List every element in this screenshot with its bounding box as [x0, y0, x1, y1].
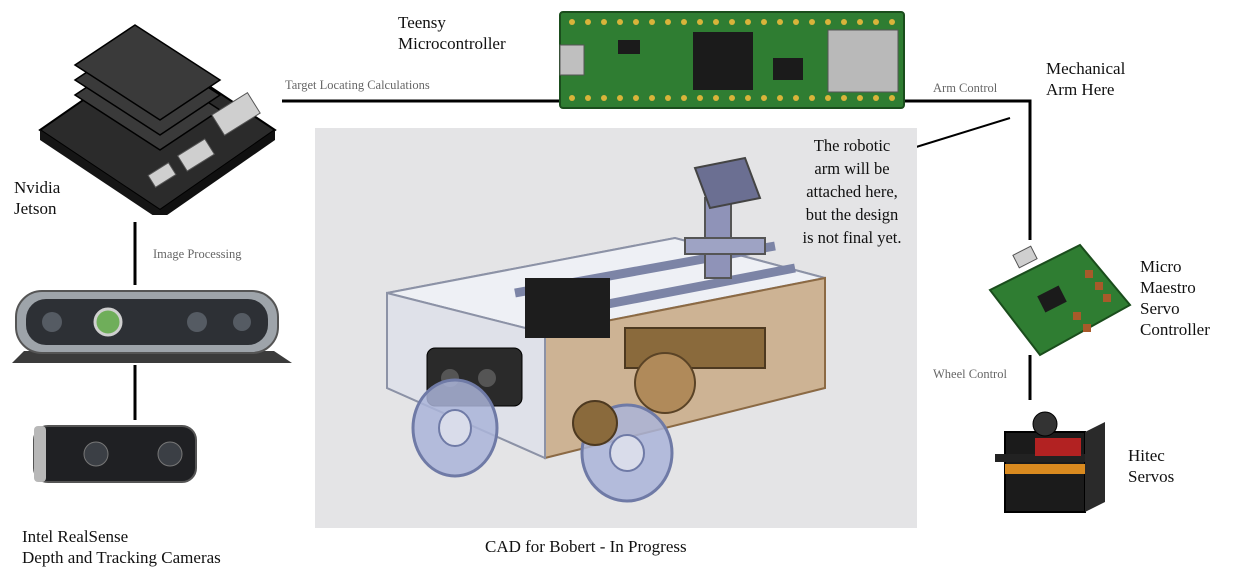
- robot-cad-render: [386, 156, 826, 503]
- mechanical-arm-label: Mechanical Arm Here: [1046, 59, 1126, 99]
- arm-control-edge-label: Arm Control: [930, 81, 1001, 96]
- hitec-servo-icon: [995, 411, 1105, 513]
- teensy-label: Teensy Microcontroller: [398, 13, 506, 53]
- realsense-depth-camera-icon: [12, 290, 292, 363]
- cad-caption: CAD for Bobert - In Progress: [485, 537, 687, 556]
- cad-panel: [315, 128, 917, 528]
- arm-callout: The robotic arm will be attached here, b…: [802, 136, 902, 247]
- maestro-board-icon: [988, 243, 1132, 357]
- wheel-control-edge-label: Wheel Control: [933, 367, 1007, 381]
- jetson-label: Nvidia Jetson: [14, 178, 61, 218]
- realsense-label: Intel RealSense Depth and Tracking Camer…: [22, 527, 221, 567]
- jetson-board-icon: [38, 24, 277, 215]
- edge-arm-pointer: [899, 117, 1011, 153]
- maestro-label: Micro Maestro Servo Controller: [1140, 257, 1210, 339]
- realsense-tracking-camera-icon: [33, 425, 197, 483]
- servos-label: Hitec Servos: [1128, 446, 1175, 486]
- teensy-board-icon: [559, 11, 905, 109]
- target-edge-label: Target Locating Calculations: [282, 78, 433, 93]
- image-processing-edge-label: Image Processing: [150, 247, 245, 262]
- edge-teensy-maestro: [905, 99, 1032, 240]
